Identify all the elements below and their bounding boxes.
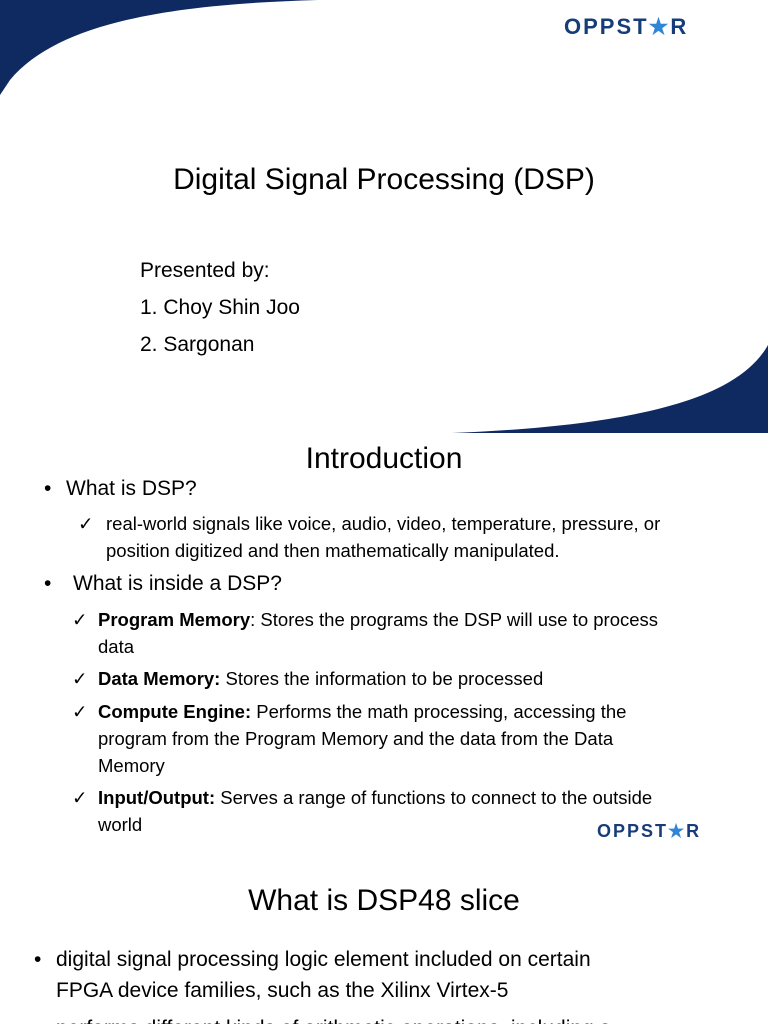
star-icon: ★ [648, 14, 671, 39]
presenter-item: 1. Choy Shin Joo [140, 296, 300, 319]
slide-heading: Introduction [305, 442, 463, 475]
check-text-line: Stores the information to be processed [220, 668, 544, 689]
check-text-line: Performs the math processing, accessing … [251, 701, 627, 722]
term-separator: : [250, 609, 256, 630]
check-text-line: position digitized and then mathematical… [106, 540, 560, 561]
checkmark-icon: ✓ [78, 513, 94, 534]
check-text-line: data [98, 636, 135, 657]
bullet-icon: • [34, 948, 42, 971]
check-text-line: Serves a range of functions to connect t… [215, 787, 653, 808]
dsp48-slide: What is DSP48 slice • digital signal pro… [0, 853, 768, 1024]
introduction-slide: Introduction • What is DSP? ✓ real-world… [0, 433, 768, 853]
checkmark-icon: ✓ [72, 701, 88, 722]
logo-text-left: OPPST [564, 14, 649, 39]
logo-text-right: R [686, 821, 702, 841]
top-left-swoosh [0, 0, 318, 95]
bullet-icon: • [44, 477, 52, 500]
logo-text-left: OPPST [597, 821, 669, 841]
term-label: Compute Engine: [98, 701, 252, 722]
slide-swoosh-decoration [0, 0, 768, 433]
check-text-line: Stores the programs the DSP will use to … [255, 609, 659, 630]
checkmark-icon: ✓ [72, 787, 88, 808]
term-label: Input/Output: [98, 787, 216, 808]
bullet-icon: • [34, 1013, 41, 1024]
bullet-text: What is inside a DSP? [73, 572, 282, 595]
bullet-text-line: performs different kinds of arithmetic o… [56, 1013, 611, 1024]
slide-heading: What is DSP48 slice [248, 884, 520, 917]
checkmark-icon: ✓ [72, 668, 88, 689]
presenters-heading: Presented by: [140, 259, 270, 282]
bullet-text: What is DSP? [66, 477, 197, 500]
title-slide: OPPST★R Digital Signal Processing (DSP) … [0, 0, 768, 433]
star-icon: ★ [668, 821, 687, 841]
term-label: Data Memory: [98, 668, 221, 689]
checkmark-icon: ✓ [72, 609, 88, 630]
check-item: ✓ real-world signals like voice, audio, … [78, 510, 758, 564]
term-label: Program Memory [98, 609, 251, 630]
slide-title: Digital Signal Processing (DSP) [173, 163, 595, 196]
bullet-text-line: FPGA device families, such as the Xilinx… [56, 979, 509, 1002]
presenters-block: Presented by: 1. Choy Shin Joo 2. Sargon… [140, 252, 300, 363]
logo-text-right: R [670, 14, 689, 39]
presenter-item: 2. Sargonan [140, 333, 255, 356]
bottom-right-swoosh [452, 345, 768, 433]
check-text-line: Memory [98, 755, 165, 776]
check-text-line: program from the Program Memory and the … [98, 728, 614, 749]
check-text-line: real-world signals like voice, audio, vi… [106, 513, 661, 534]
bullet-text-line: digital signal processing logic element … [56, 948, 591, 971]
oppstar-logo: OPPST★R [564, 14, 688, 40]
oppstar-logo: OPPST★R [597, 821, 701, 842]
bullet-icon: • [44, 572, 52, 595]
check-text-line: world [98, 814, 143, 835]
